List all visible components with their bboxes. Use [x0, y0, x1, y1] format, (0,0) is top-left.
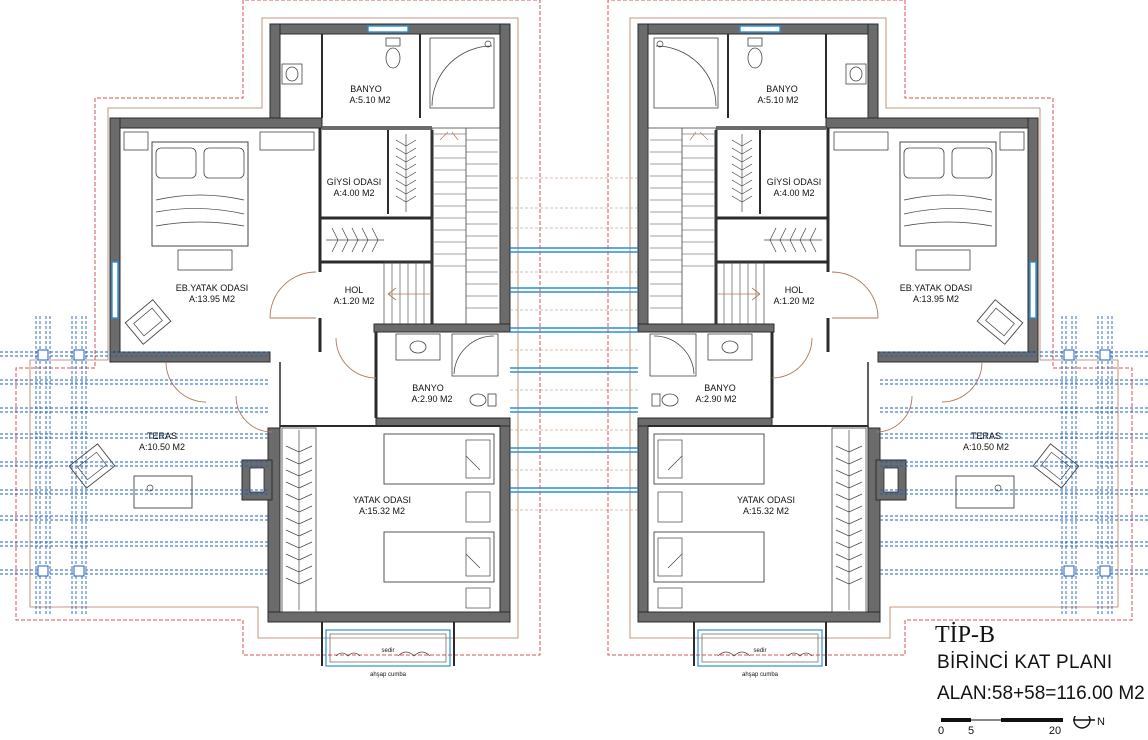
- room-name-teras: TERAS: [147, 431, 177, 441]
- room-area-yatak-odasi: A:15.32 M2: [743, 506, 789, 516]
- room-name-yatak-odasi: YATAK ODASI: [353, 495, 411, 505]
- bay-window-caption: ahşap cumba: [742, 672, 779, 678]
- plan-name: BİRİNCİ KAT PLANI: [937, 652, 1113, 673]
- room-name-banyo-mid: BANYO: [704, 383, 736, 393]
- room-name-giysi-odasi: GİYSİ ODASI: [327, 177, 382, 187]
- scale-tick-5: 5: [968, 725, 974, 737]
- plan-type-title: TİP-B: [935, 622, 995, 648]
- bay-window-caption: ahşap cumba: [370, 672, 407, 678]
- room-name-teras: TERAS: [971, 431, 1001, 441]
- room-name-yatak-odasi: YATAK ODASI: [737, 495, 795, 505]
- room-name-eb-yatak-odasi: EB.YATAK ODASI: [900, 283, 973, 293]
- bay-seat-label: sedir: [753, 648, 766, 654]
- room-name-banyo-top: BANYO: [766, 84, 798, 94]
- labels-right-unit: BANYO A:5.10 M2 GİYSİ ODASI A:4.00 M2 EB…: [695, 84, 1009, 678]
- north-arrow-icon: [1073, 716, 1095, 729]
- unit-right: [606, 0, 1148, 668]
- room-area-banyo-mid: A:2.90 M2: [411, 394, 452, 404]
- room-name-banyo-mid: BANYO: [412, 383, 444, 393]
- room-area-banyo-top: A:5.10 M2: [757, 95, 798, 105]
- scale-bar: 0 5 20 N: [938, 716, 1105, 737]
- room-area-giysi-odasi: A:4.00 M2: [773, 188, 814, 198]
- scale-tick-0: 0: [938, 725, 944, 737]
- labels-left-unit: BANYO A:5.10 M2 GİYSİ ODASI A:4.00 M2 EB…: [139, 84, 453, 678]
- plan-area: ALAN:58+58=116.00 M2: [937, 683, 1145, 704]
- room-area-eb-yatak-odasi: A:13.95 M2: [913, 294, 959, 304]
- room-area-banyo-top: A:5.10 M2: [349, 95, 390, 105]
- title-block: TİP-B BİRİNCİ KAT PLANI ALAN:58+58=116.0…: [935, 622, 1147, 740]
- room-area-teras: A:10.50 M2: [963, 442, 1009, 452]
- room-name-hol: HOL: [785, 285, 804, 295]
- room-name-eb-yatak-odasi: EB.YATAK ODASI: [176, 283, 249, 293]
- unit-left: [0, 0, 542, 668]
- room-name-giysi-odasi: GİYSİ ODASI: [767, 177, 822, 187]
- room-area-hol: A:1.20 M2: [333, 296, 374, 306]
- connecting-beams: [509, 177, 639, 511]
- room-area-banyo-mid: A:2.90 M2: [695, 394, 736, 404]
- north-label: N: [1097, 716, 1105, 728]
- scale-tick-20: 20: [1049, 725, 1061, 737]
- room-area-eb-yatak-odasi: A:13.95 M2: [189, 294, 235, 304]
- room-name-hol: HOL: [345, 285, 364, 295]
- room-area-yatak-odasi: A:15.32 M2: [359, 506, 405, 516]
- room-name-banyo-top: BANYO: [350, 84, 382, 94]
- room-area-giysi-odasi: A:4.00 M2: [333, 188, 374, 198]
- room-area-teras: A:10.50 M2: [139, 442, 185, 452]
- room-area-hol: A:1.20 M2: [773, 296, 814, 306]
- bay-seat-label: sedir: [381, 648, 394, 654]
